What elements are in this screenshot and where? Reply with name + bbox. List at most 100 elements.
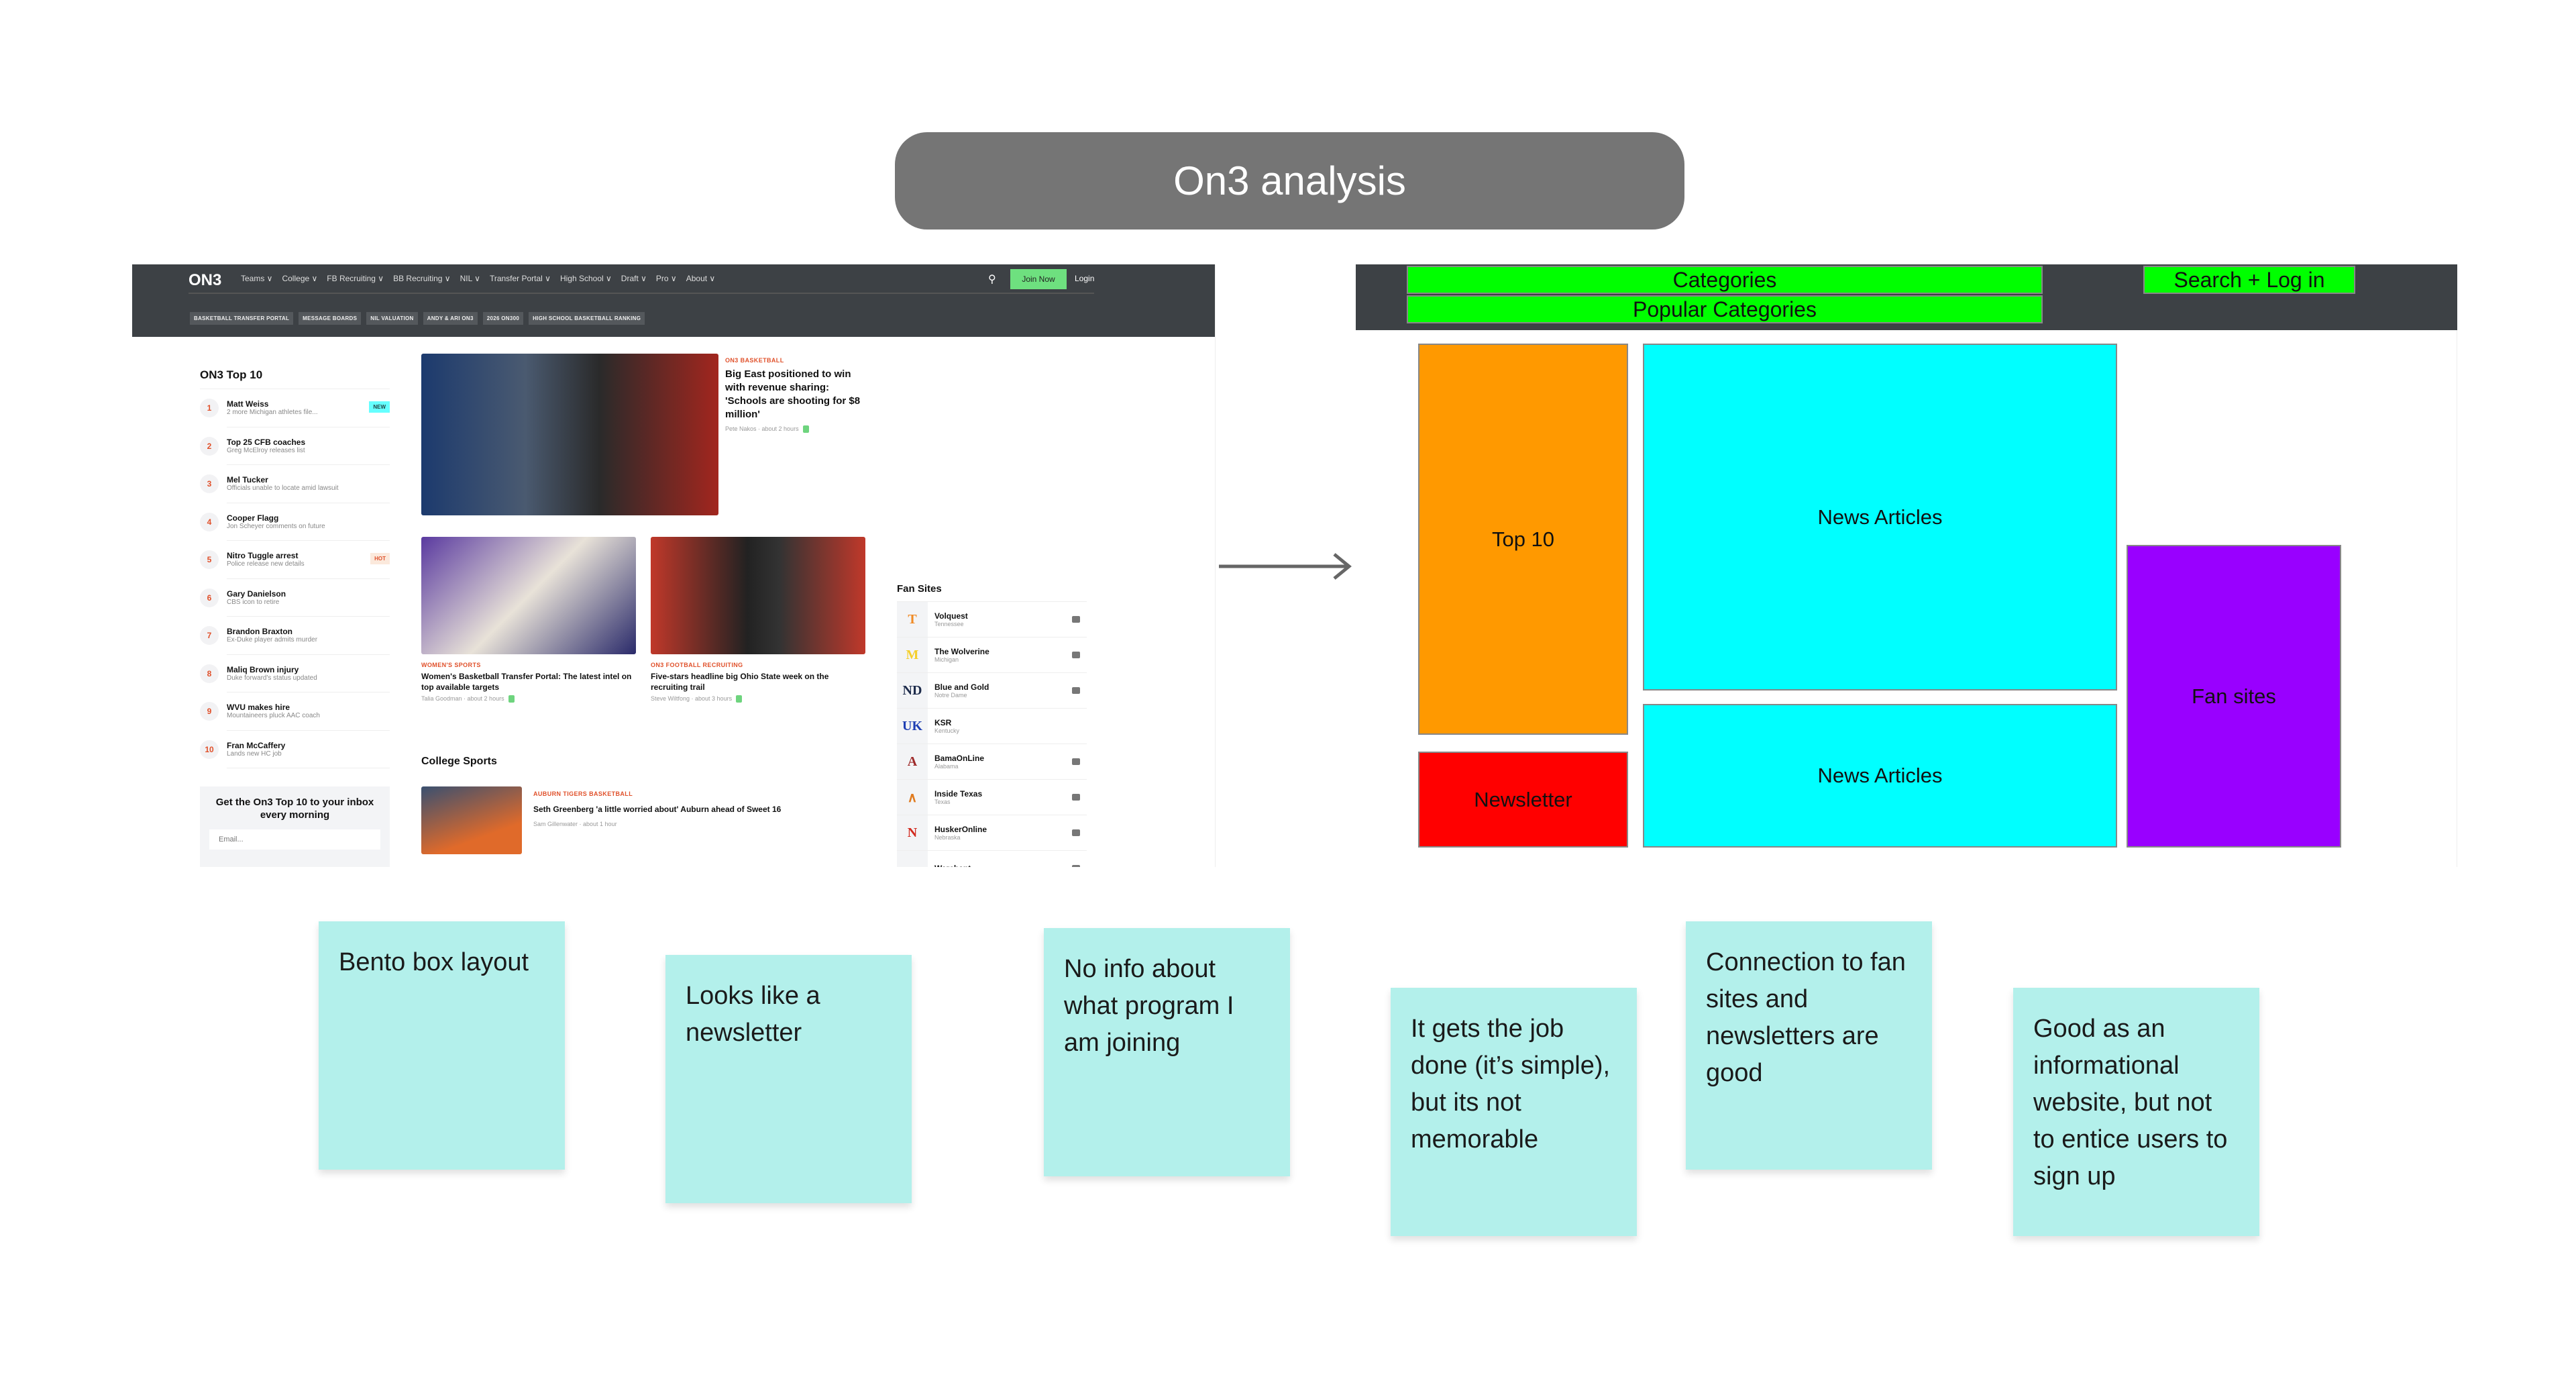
item-title: Top 25 CFB coaches [227,437,306,447]
fan-site-name: KSR [934,718,952,727]
item-title: Mel Tucker [227,475,268,485]
nav-item[interactable]: Teams ∨ [241,274,273,283]
article-image[interactable] [421,786,522,854]
wf-newsletter: Newsletter [1418,752,1628,848]
email-input[interactable] [209,829,380,850]
fan-site-item[interactable]: Warchant [897,851,1087,867]
nav-item[interactable]: FB Recruiting ∨ [327,274,384,283]
on3-logo[interactable]: ON3 [189,271,222,289]
nav-item[interactable]: Transfer Portal ∨ [489,274,551,283]
team-logo-icon [897,851,928,867]
login-link[interactable]: Login [1075,274,1095,283]
sticky-note: No info about what program I am joining [1044,928,1290,1176]
fan-site-name: Blue and Gold [934,682,989,692]
rank-number: 4 [200,512,219,531]
team-logo-icon: T [897,602,928,637]
wireframe: Categories Popular Categories Search + L… [1356,264,2457,867]
lock-icon [802,425,809,433]
category-chip[interactable]: ANDY & ARI ON3 [423,312,478,325]
category-chip[interactable]: HIGH SCHOOL BASKETBALL RANKING [529,312,645,325]
lock-icon [736,695,743,703]
message-board-icon[interactable] [1072,865,1080,867]
nav-item[interactable]: Draft ∨ [621,274,647,283]
article-meta: Steve Wiltfong · about 3 hours [651,695,733,702]
item-subtitle: CBS icon to retire [227,598,280,606]
sticky-note: Connection to fan sites and newsletters … [1686,921,1932,1170]
message-board-icon[interactable] [1072,652,1080,658]
article-title[interactable]: Five-stars headline big Ohio State week … [651,672,829,692]
message-board-icon[interactable] [1072,758,1080,765]
category-chip[interactable]: BASKETBALL TRANSFER PORTAL [190,312,294,325]
sticky-note: Good as an informational website, but no… [2013,988,2259,1236]
nav-item[interactable]: About ∨ [686,274,716,283]
top10-title: ON3 Top 10 [200,368,390,389]
article-card[interactable]: WOMEN'S SPORTS Women's Basketball Transf… [421,662,636,703]
item-title: WVU makes hire [227,703,290,713]
message-board-icon[interactable] [1072,616,1080,623]
search-icon[interactable]: ⚲ [988,274,996,285]
nav-item[interactable]: High School ∨ [559,274,612,283]
article-card[interactable]: ON3 FOOTBALL RECRUITING Five-stars headl… [651,662,865,703]
message-board-icon[interactable] [1072,794,1080,801]
hero-article[interactable]: ON3 BASKETBALL Big East positioned to wi… [725,357,873,433]
wf-fan-sites: Fan sites [2127,545,2341,848]
category-chip[interactable]: 2026 ON300 [482,312,524,325]
article-title[interactable]: Big East positioned to win with revenue … [725,368,861,420]
fan-site-name: BamaOnLine [934,754,985,763]
hero-image[interactable] [421,354,718,515]
team-logo-icon: ND [897,673,928,708]
team-logo-icon: N [897,815,928,850]
article-image[interactable] [651,537,865,654]
item-subtitle: Police release new details [227,560,305,568]
nav-item[interactable]: College ∨ [282,274,318,283]
article-title[interactable]: Seth Greenberg 'a little worried about' … [533,805,782,814]
nav-item[interactable]: Pro ∨ [655,274,677,283]
article-row[interactable]: AUBURN TIGERS BASKETBALL Seth Greenberg … [533,790,869,827]
item-subtitle: Jon Scheyer comments on future [227,522,325,530]
item-title: Cooper Flagg [227,513,279,523]
team-logo-icon: M [897,637,928,672]
nav-item[interactable]: NIL ∨ [460,274,480,283]
fan-site-name: Inside Texas [934,789,983,799]
rank-number: 5 [200,550,219,570]
item-subtitle: Ex-Duke player admits murder [227,636,318,644]
article-title[interactable]: Women's Basketball Transfer Portal: The … [421,672,632,692]
article-image[interactable] [421,537,636,654]
article-meta: Talia Goodman · about 2 hours [421,695,504,702]
fan-site-name: Warchant [934,864,1072,867]
new-badge: NEW [369,401,390,413]
fan-site-team: Alabama [934,763,959,770]
on3-screenshot: ON3 Teams ∨ College ∨ FB Recruiting ∨ BB Re… [132,264,1216,867]
nav-item[interactable]: BB Recruiting ∨ [393,274,451,283]
message-board-icon[interactable] [1072,687,1080,694]
nav-menu: Teams ∨ College ∨ FB Recruiting ∨ BB Recrui… [241,274,715,283]
category-chip[interactable]: NIL VALUATION [366,312,418,325]
message-board-icon[interactable] [1072,829,1080,836]
rank-number: 1 [200,399,219,418]
fan-site-team: Nebraska [934,834,961,841]
category-chip[interactable]: MESSAGE BOARDS [299,312,362,325]
join-now-button[interactable]: Join Now [1010,269,1067,289]
